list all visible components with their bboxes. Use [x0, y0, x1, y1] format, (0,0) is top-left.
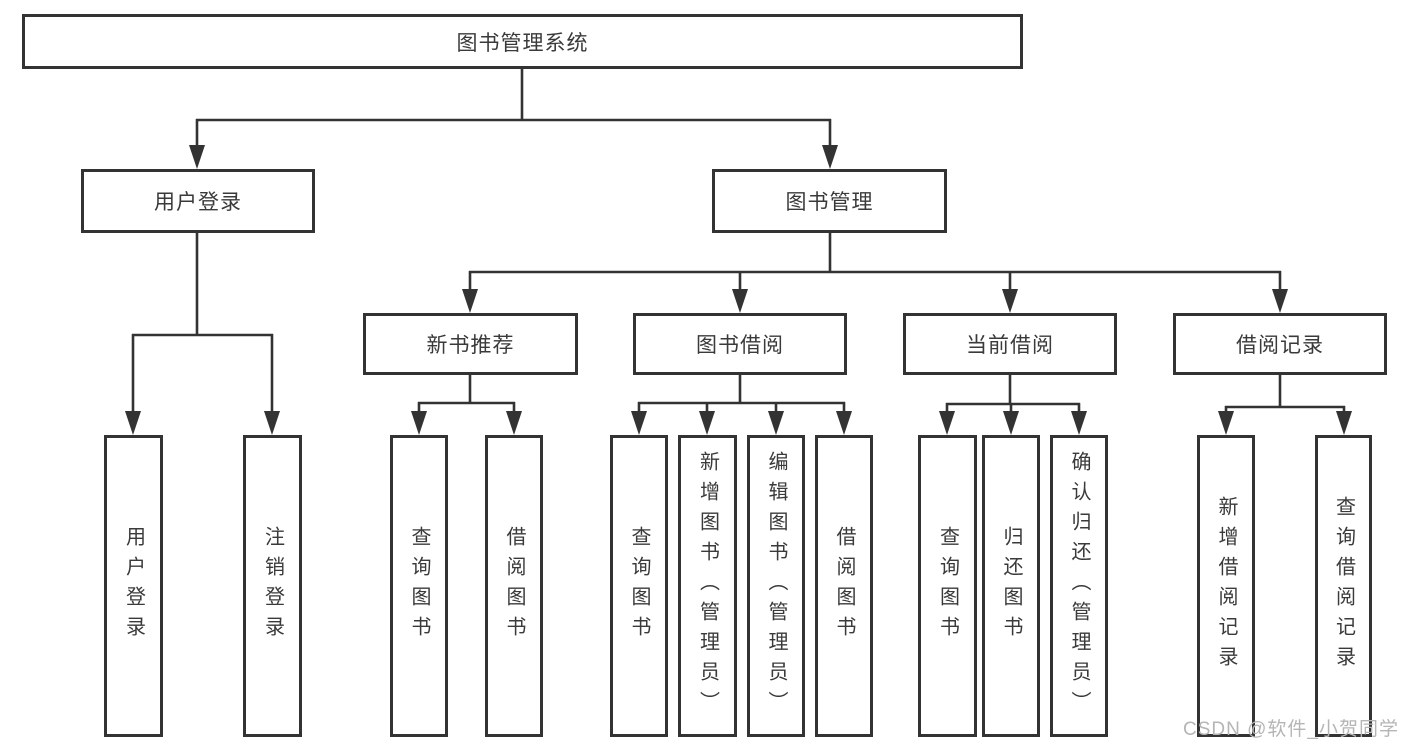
- node-label: 新书推荐: [426, 334, 515, 357]
- leaf-query-borrow-record: 查询借阅记录: [1315, 435, 1372, 737]
- leaf-borrow-books: 借阅图书: [815, 435, 873, 737]
- node-label: 图书管理: [785, 191, 874, 214]
- leaf-label: 编辑图书（管理员）: [765, 451, 787, 721]
- node-borrow-records: 借阅记录: [1173, 313, 1387, 375]
- leaf-label: 注销登录: [261, 526, 284, 646]
- node-label: 借阅记录: [1236, 334, 1324, 357]
- node-library-management-system: 图书管理系统: [22, 14, 1023, 69]
- leaf-label: 归还图书: [1000, 526, 1022, 646]
- leaf-add-borrow-record: 新增借阅记录: [1197, 435, 1255, 737]
- leaf-label: 新增借阅记录: [1215, 496, 1237, 676]
- node-label: 当前借阅: [966, 334, 1054, 357]
- leaf-label: 查询图书: [936, 526, 959, 646]
- leaf-add-books-admin: 新增图书（管理员）: [678, 435, 737, 737]
- watermark: CSDN @软件_小贺同学: [1183, 719, 1399, 740]
- node-book-management: 图书管理: [712, 169, 947, 233]
- leaf-label: 借阅图书: [503, 526, 525, 646]
- leaf-query-books-borrow: 查询图书: [610, 435, 668, 737]
- leaf-query-books-recommend: 查询图书: [390, 435, 448, 737]
- leaf-label: 查询图书: [408, 526, 430, 646]
- leaf-label: 新增图书（管理员）: [696, 451, 719, 721]
- leaf-user-login: 用户登录: [104, 435, 163, 737]
- node-book-borrow: 图书借阅: [633, 313, 847, 375]
- node-user-login: 用户登录: [81, 169, 315, 233]
- node-current-borrow: 当前借阅: [903, 313, 1117, 375]
- leaf-label: 借阅图书: [833, 526, 855, 646]
- leaf-query-books-current: 查询图书: [918, 435, 977, 737]
- leaf-return-books: 归还图书: [982, 435, 1040, 737]
- node-label: 图书借阅: [696, 334, 784, 357]
- node-new-book-recommend: 新书推荐: [363, 313, 578, 375]
- leaf-logout: 注销登录: [243, 435, 302, 737]
- leaf-confirm-return-admin: 确认归还（管理员）: [1050, 435, 1108, 737]
- leaf-label: 查询图书: [628, 526, 650, 646]
- leaf-label: 确认归还（管理员）: [1068, 451, 1090, 721]
- node-label: 图书管理系统: [456, 31, 589, 55]
- node-label: 用户登录: [154, 191, 242, 214]
- leaf-label: 用户登录: [122, 526, 145, 646]
- leaf-edit-books-admin: 编辑图书（管理员）: [747, 435, 805, 737]
- leaf-label: 查询借阅记录: [1332, 496, 1355, 676]
- leaf-borrow-books-recommend: 借阅图书: [485, 435, 543, 737]
